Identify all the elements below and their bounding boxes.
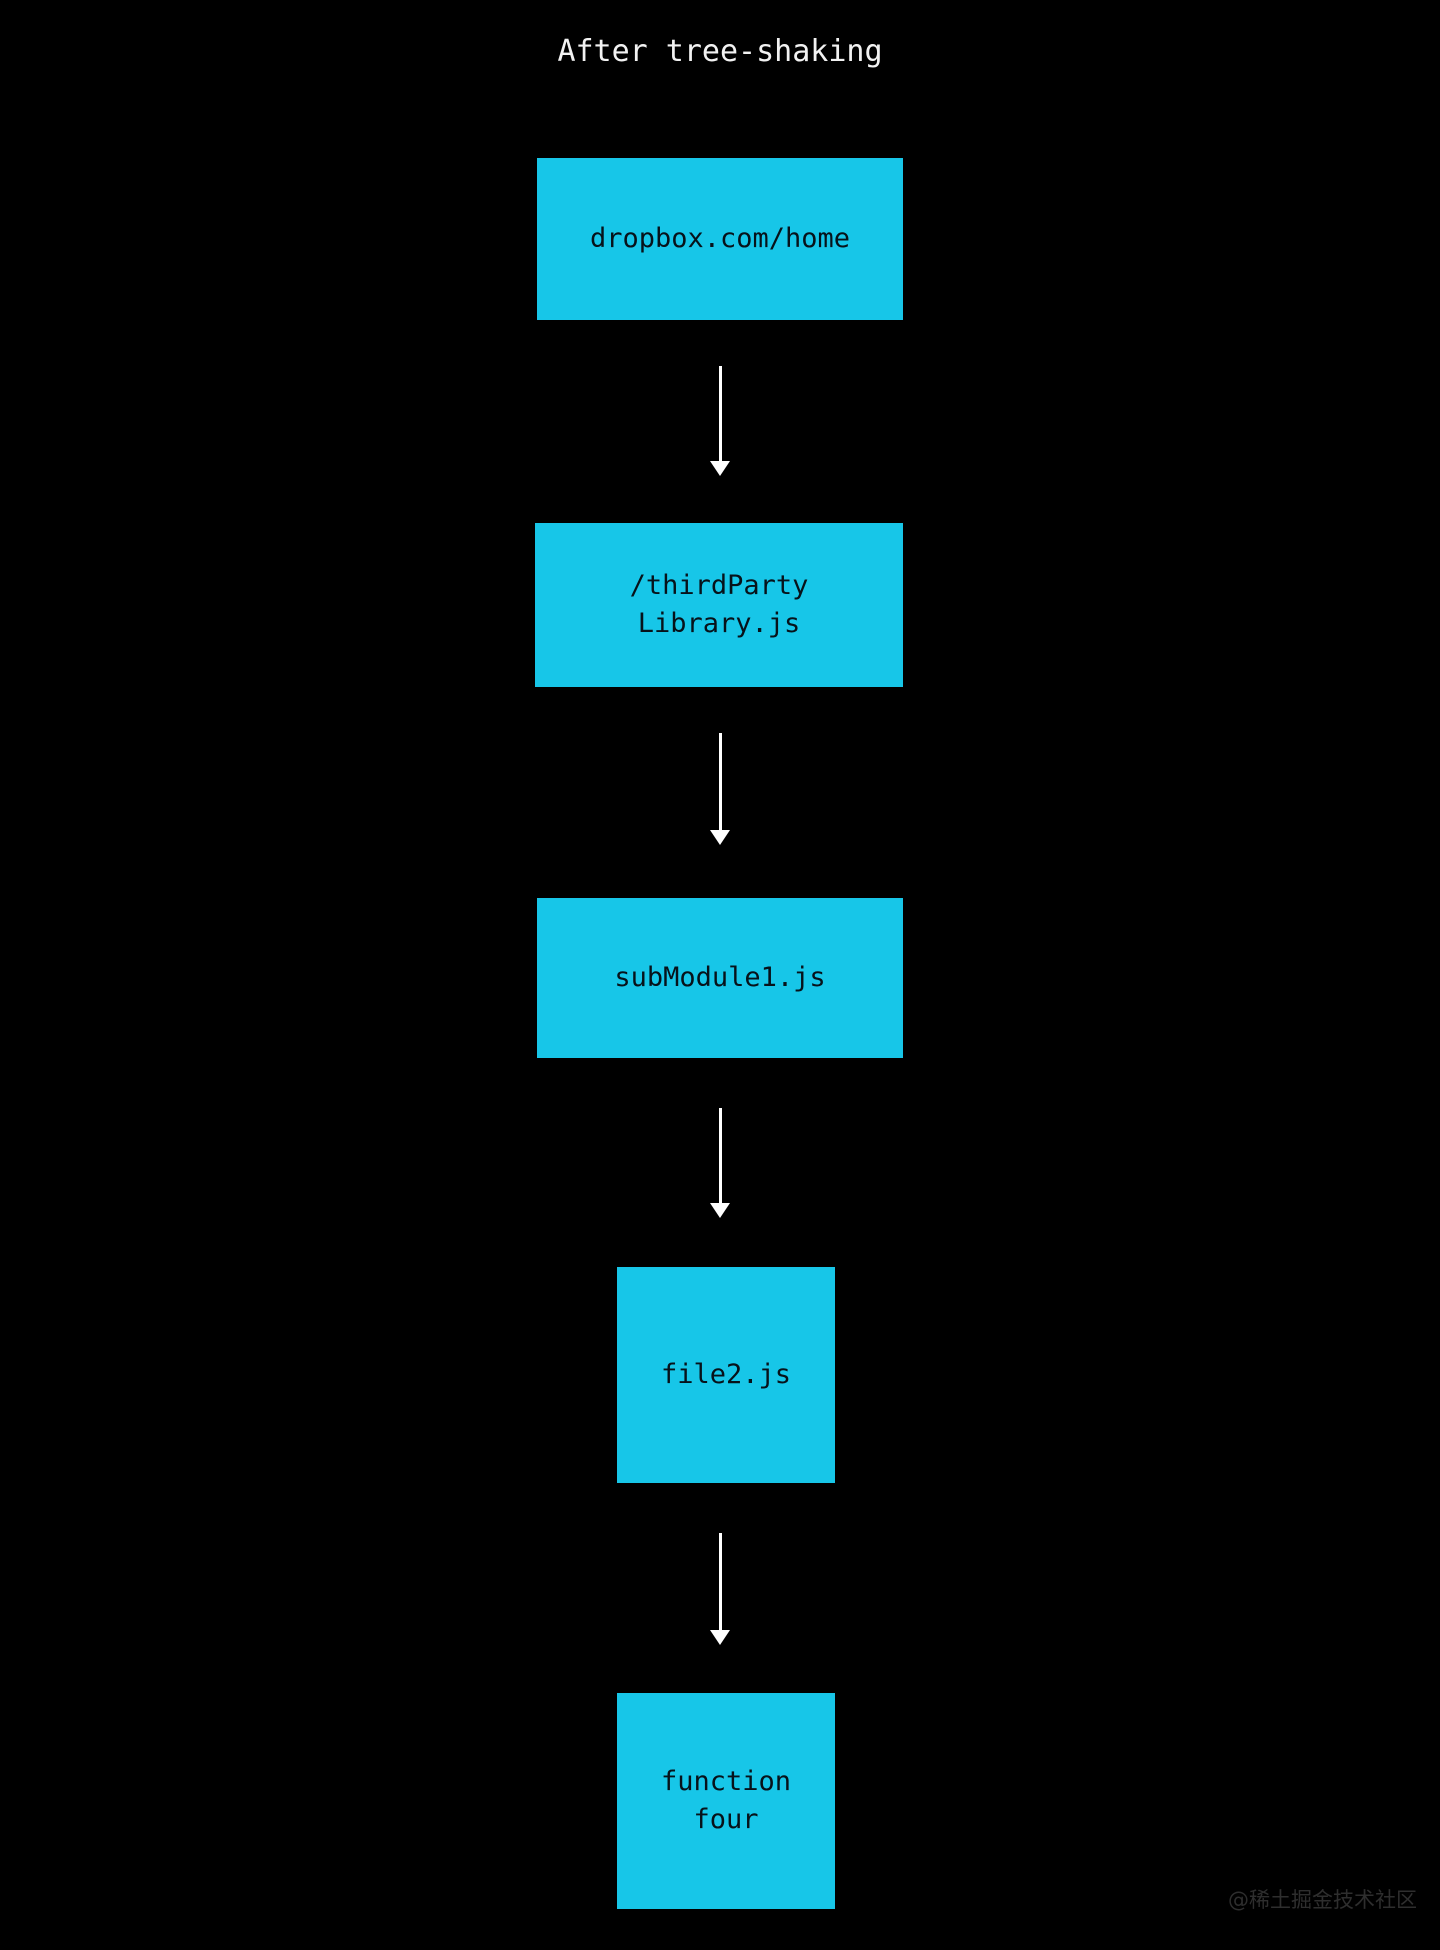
arrow-shaft — [719, 733, 722, 831]
arrow-shaft — [719, 1533, 722, 1631]
watermark: @稀土掘金技术社区 — [1228, 1888, 1417, 1912]
node-label: subModule1.js — [614, 962, 826, 993]
arrow-down-icon — [710, 733, 731, 845]
arrow-down-icon — [710, 1533, 731, 1645]
node-label: /thirdParty Library.js — [629, 570, 809, 639]
arrow-shaft — [719, 1108, 722, 1204]
page-title: After tree-shaking — [557, 34, 883, 69]
arrow-head — [710, 1203, 730, 1218]
arrow-shaft — [719, 366, 722, 462]
arrow-head — [710, 461, 730, 476]
node-file2-js[interactable]: file2.js — [617, 1267, 835, 1483]
node-thirdparty-library-js[interactable]: /thirdParty Library.js — [535, 523, 903, 687]
node-function-four[interactable]: function four — [617, 1693, 835, 1909]
arrow-down-icon — [710, 1108, 731, 1218]
arrow-head — [710, 830, 730, 845]
node-label: file2.js — [660, 1359, 792, 1390]
node-submodule1-js[interactable]: subModule1.js — [537, 898, 903, 1058]
arrow-down-icon — [710, 366, 731, 476]
node-label: function four — [660, 1766, 792, 1835]
arrow-head — [710, 1630, 730, 1645]
node-dropbox-com-home[interactable]: dropbox.com/home — [537, 158, 903, 320]
node-label: dropbox.com/home — [589, 223, 851, 254]
